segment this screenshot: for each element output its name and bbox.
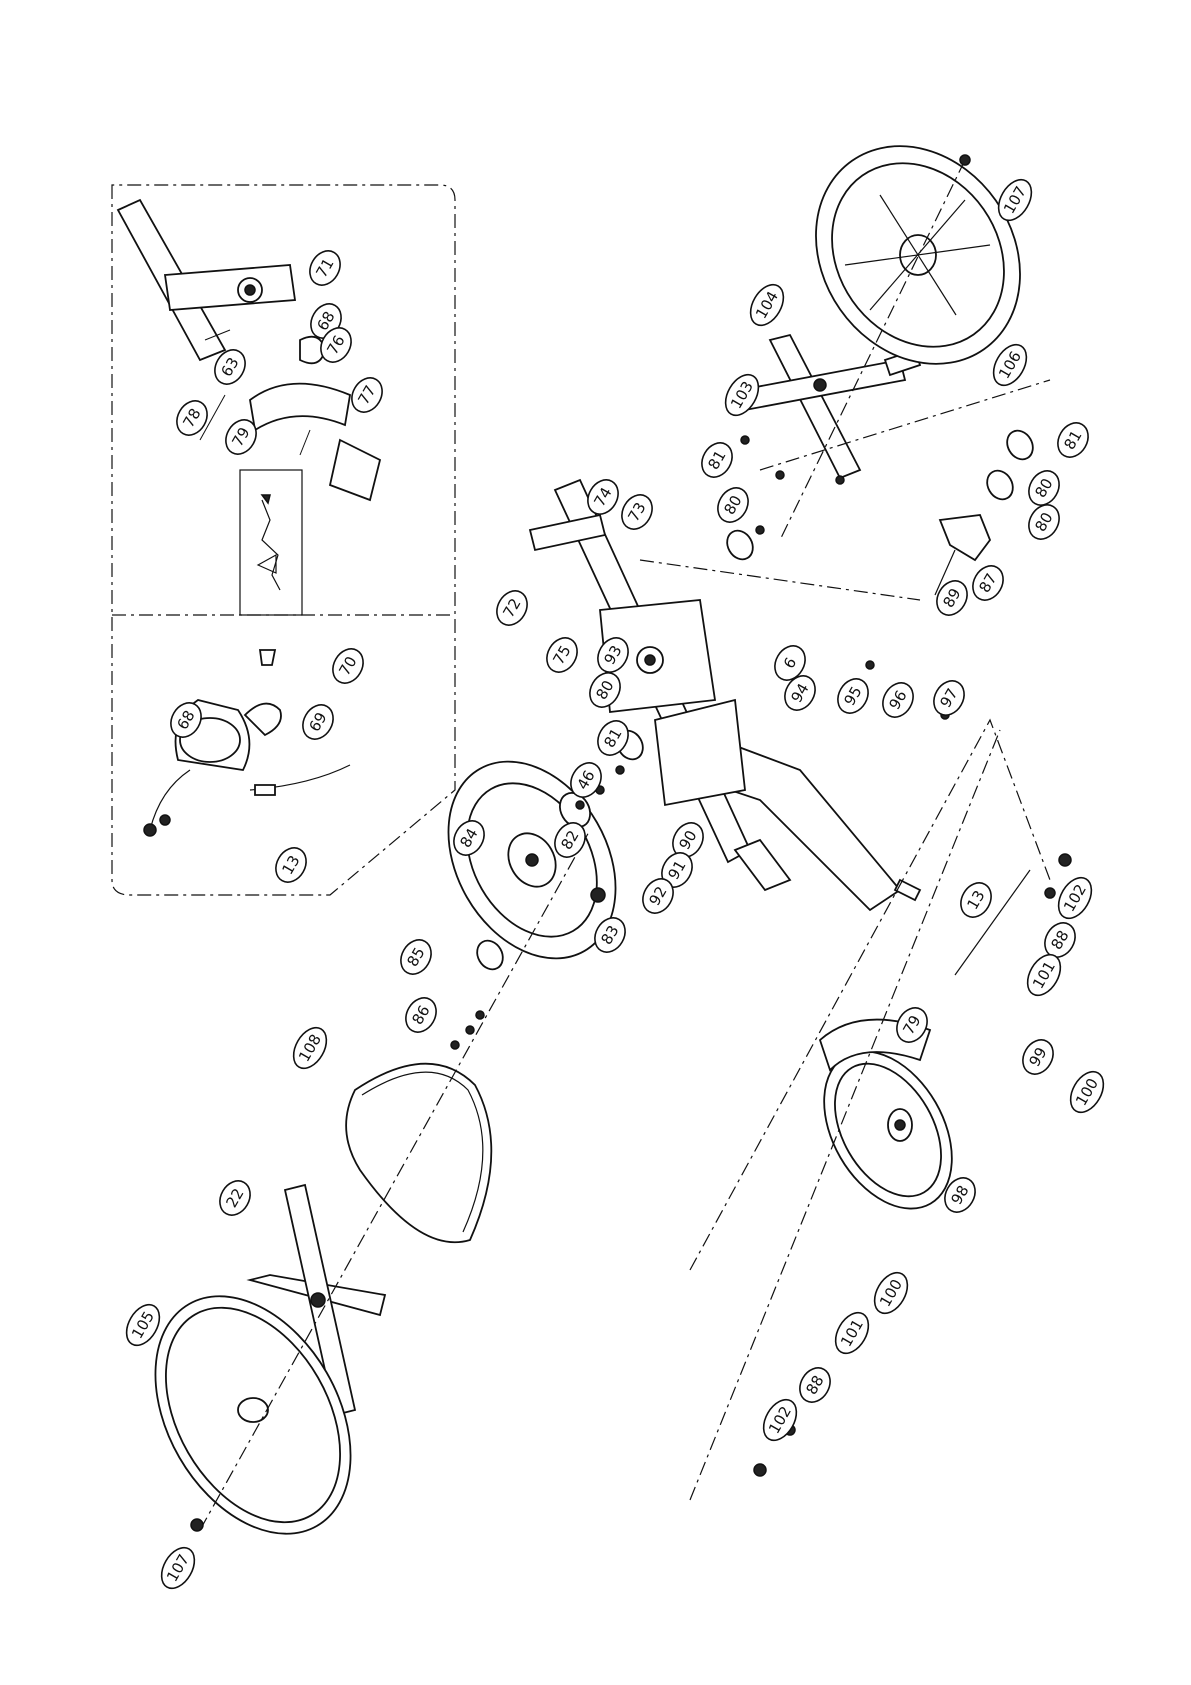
callout-100: 100 [1064, 1066, 1110, 1118]
callout-77: 77 [346, 372, 388, 417]
callout-72: 72 [491, 585, 533, 630]
callout-86: 86 [400, 992, 442, 1037]
callout-81: 81 [1052, 417, 1094, 462]
callout-81: 81 [696, 437, 738, 482]
callout-106: 106 [987, 339, 1033, 391]
callout-100: 100 [868, 1267, 914, 1319]
callout-75: 75 [541, 632, 583, 677]
callout-102: 102 [1052, 872, 1098, 924]
crank-wheel-98 [798, 870, 1030, 1231]
callout-104: 104 [744, 279, 790, 331]
callout-71: 71 [304, 245, 346, 290]
callout-80: 80 [1023, 499, 1065, 544]
callout-89: 89 [931, 575, 973, 620]
callout-95: 95 [832, 673, 874, 718]
callout-70: 70 [327, 643, 369, 688]
callout-13: 13 [955, 877, 997, 922]
callout-87: 87 [967, 560, 1009, 605]
callout-107: 107 [155, 1542, 201, 1594]
callout-102: 102 [757, 1394, 803, 1446]
callout-13: 13 [270, 842, 312, 887]
callout-69: 69 [297, 699, 339, 744]
callout-80: 80 [1023, 465, 1065, 510]
rear-stabilizer-104 [740, 335, 920, 478]
callout-97: 97 [928, 675, 970, 720]
callout-73: 73 [616, 489, 658, 534]
inset-motor-assembly [144, 650, 350, 836]
callout-85: 85 [395, 934, 437, 979]
inset-wire-detail [240, 470, 302, 615]
belt-108 [346, 1064, 491, 1243]
callout-22: 22 [214, 1175, 256, 1220]
callout-80: 80 [712, 482, 754, 527]
callout-108: 108 [287, 1022, 333, 1074]
callout-88: 88 [794, 1362, 836, 1407]
callout-96: 96 [877, 677, 919, 722]
callout-101: 101 [829, 1307, 875, 1359]
callout-99: 99 [1017, 1034, 1059, 1079]
callout-78: 78 [171, 395, 213, 440]
